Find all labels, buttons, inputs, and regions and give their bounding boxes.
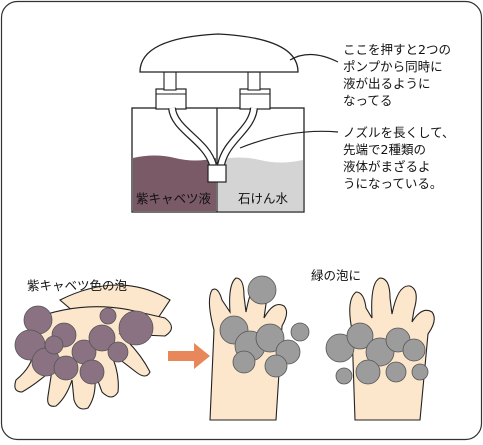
nozzle-leader	[239, 130, 339, 149]
purple-foam	[14, 305, 154, 385]
foam-bubble	[264, 354, 288, 378]
foam-bubble	[107, 341, 129, 363]
purple-foam-label: 紫キャベツ色の泡	[27, 278, 128, 293]
left-cap	[155, 88, 187, 110]
foam-bubble	[411, 363, 429, 381]
left-hand-scene	[14, 284, 173, 410]
green-foam-label: 緑の泡に	[311, 268, 362, 283]
right-cap	[239, 88, 271, 110]
foam-bubble	[88, 324, 116, 352]
foam-bubble	[53, 355, 79, 381]
pump-leader	[289, 53, 339, 63]
nozzle-tip	[207, 164, 227, 183]
purple-liquid	[133, 155, 216, 211]
foam-bubble	[44, 335, 64, 355]
pump-note: ここを押すと2つの ポンプから同時に 液が出るように なってる	[343, 42, 451, 108]
foam-bubble	[118, 310, 154, 346]
soap-liquid-label: 石けん水	[238, 191, 289, 206]
foam-bubble	[290, 322, 310, 342]
foam-bubble	[99, 307, 117, 325]
purple-liquid-label: 紫キャベツ液	[136, 191, 212, 206]
right-hands-scene	[208, 275, 435, 421]
foam-bubble	[325, 333, 355, 363]
foam-bubble	[335, 367, 353, 385]
foam-bubble	[255, 323, 285, 353]
foam-bubble	[385, 361, 407, 383]
arrow	[168, 343, 210, 369]
foam-bubble	[79, 359, 105, 385]
nozzle-note: ノズルを長くして、 先端で2種類の 液体がまざるよ うになっている。	[343, 125, 455, 191]
foam-bubble	[247, 275, 277, 305]
dispenser	[131, 33, 305, 213]
foam-bubble	[232, 350, 256, 374]
soap-liquid	[218, 157, 303, 211]
green-foam	[219, 275, 429, 385]
foam-bubble	[402, 338, 426, 362]
foam-bubble	[346, 322, 374, 350]
foam-bubble	[355, 359, 381, 385]
